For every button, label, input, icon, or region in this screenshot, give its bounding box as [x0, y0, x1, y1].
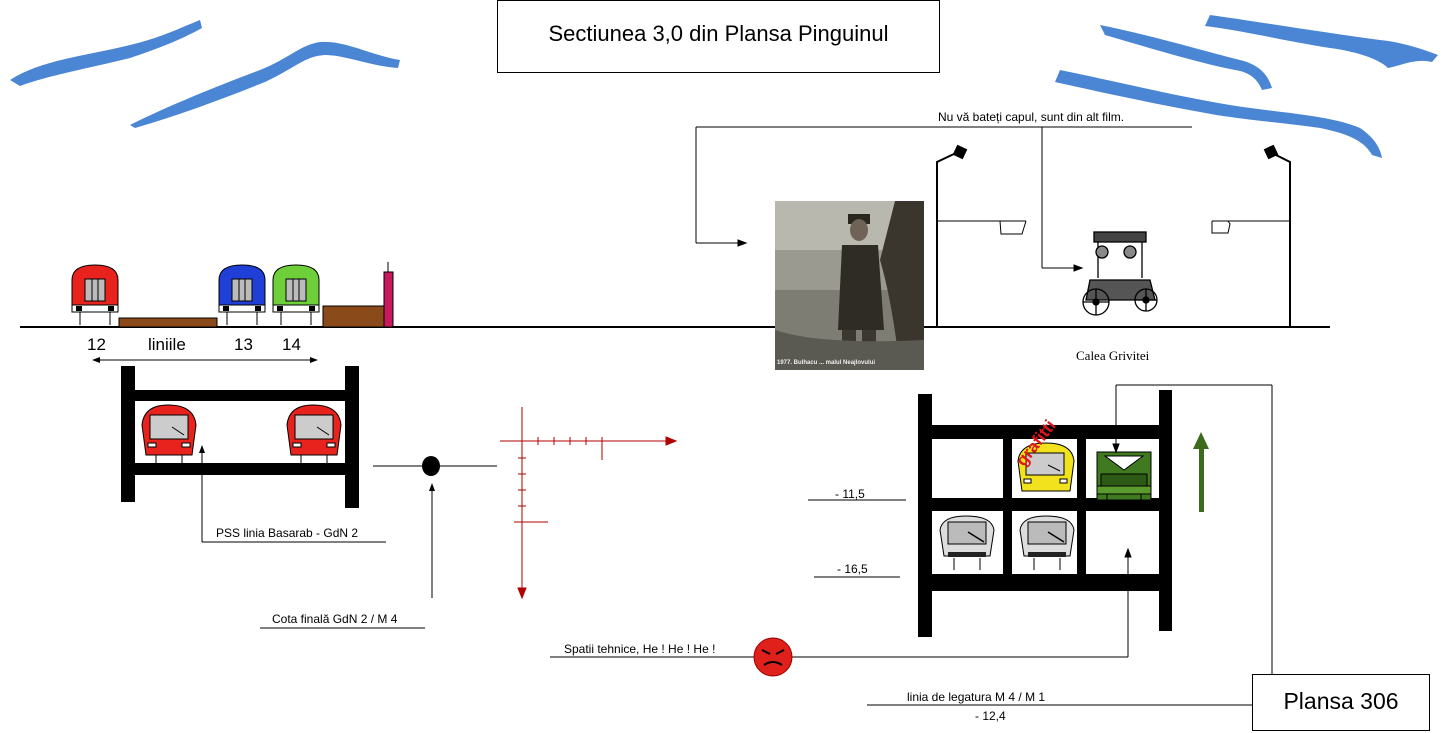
- platform-left: [118, 317, 218, 328]
- signal-post: [383, 271, 394, 328]
- green-up-arrow: [1193, 432, 1209, 512]
- depth-16-5: - 16,5: [837, 562, 868, 576]
- page-title: Sectiunea 3,0 din Plansa Pinguinul: [548, 21, 889, 46]
- pss-leader: [199, 445, 386, 543]
- street-lamps: [936, 144, 1291, 327]
- track-number-12: 12: [87, 335, 106, 354]
- track-number-14: 14: [282, 335, 301, 354]
- loco-red-front: [71, 264, 119, 325]
- metro-car-right: [286, 404, 342, 463]
- span-double-arrow: [92, 357, 318, 363]
- track-number-13: 13: [234, 335, 253, 354]
- vintage-car: [1082, 231, 1158, 316]
- angry-face-icon: [753, 637, 793, 677]
- tunnel-right: [918, 390, 1172, 637]
- metro-car-grey-left: [939, 515, 995, 570]
- track-label-liniile: liniile: [148, 335, 186, 354]
- tunnel-left: [121, 366, 359, 508]
- street-label: Calea Grivitei: [1076, 348, 1150, 363]
- pss-label: PSS linia Basarab - GdN 2: [216, 526, 359, 540]
- note-leaders: [695, 126, 1192, 272]
- legatura-label: linia de legatura M 4 / M 1: [907, 690, 1046, 704]
- depth-12-4: - 12,4: [975, 709, 1006, 723]
- platform-right: [322, 305, 386, 328]
- vintage-photo: [775, 201, 924, 370]
- node-connector: [260, 456, 497, 629]
- metro-car-grey-right: [1019, 515, 1075, 570]
- plansa-box: Plansa 306: [1252, 674, 1430, 731]
- metro-car-yellow: [1017, 442, 1075, 492]
- note-top: Nu vă bateți capul, sunt din alt film.: [938, 110, 1125, 124]
- loco-green-front: [272, 264, 320, 325]
- plansa-label: Plansa 306: [1283, 688, 1399, 714]
- loco-blue-front: [218, 264, 266, 325]
- cota-label: Cota finală GdN 2 / M 4: [272, 612, 398, 626]
- red-axis: [500, 407, 678, 600]
- title-box: Sectiunea 3,0 din Plansa Pinguinul: [497, 0, 940, 73]
- water-streaks: [10, 15, 1438, 158]
- loco-olive: [1096, 451, 1152, 502]
- depth-11-5: - 11,5: [835, 487, 865, 501]
- right-leaders: [550, 384, 1273, 706]
- photo-caption: 1977. Bulhacu ... malul Neajlovului: [777, 360, 876, 366]
- metro-car-left: [141, 404, 197, 463]
- spatii-label: Spatii tehnice, He ! He ! He !: [564, 642, 716, 656]
